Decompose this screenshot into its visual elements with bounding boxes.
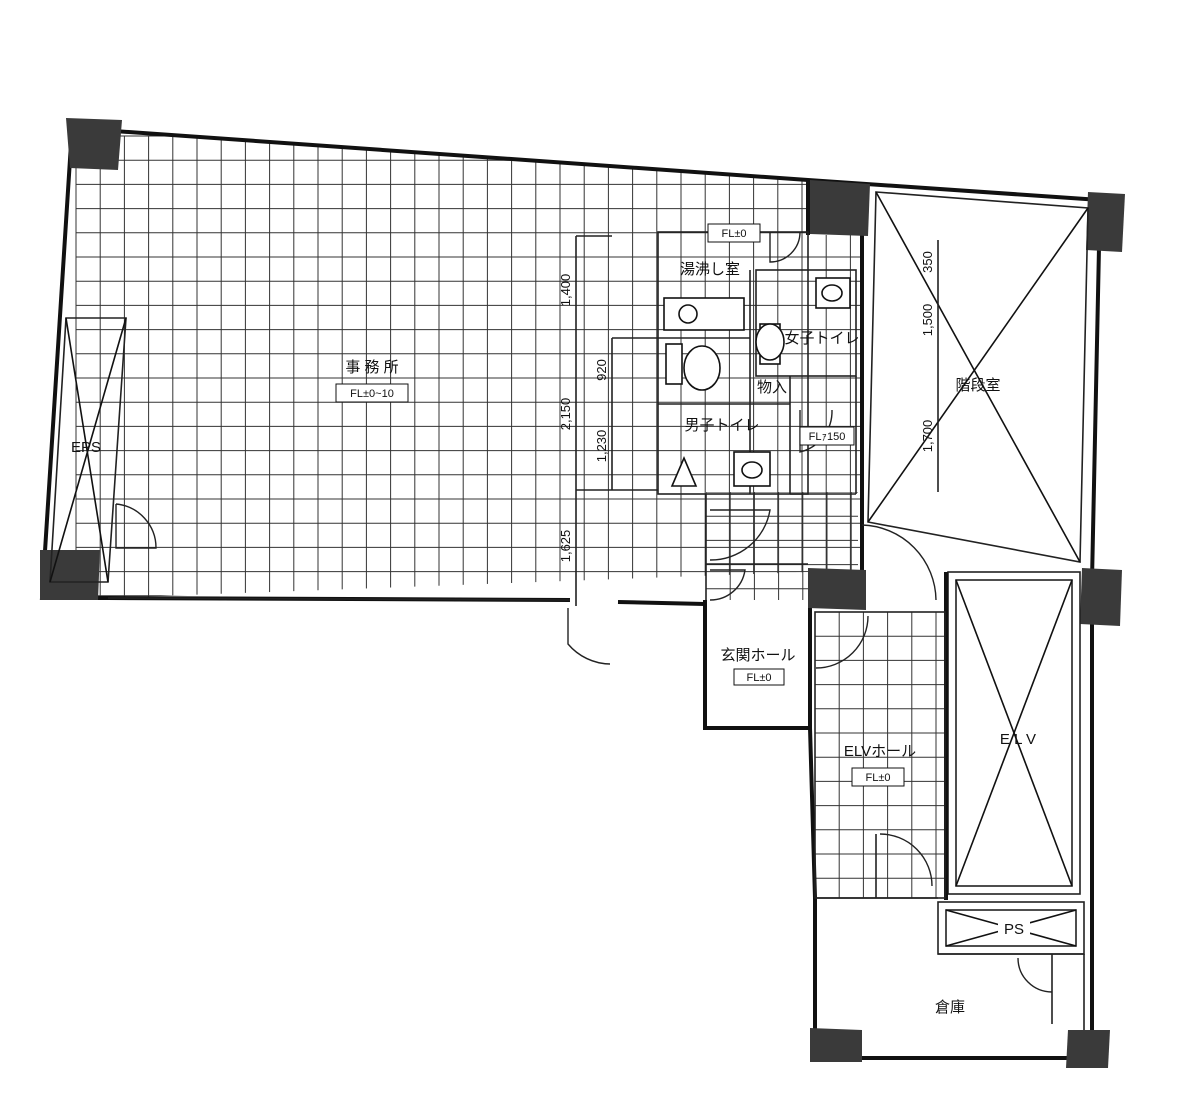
dim-350: 350 bbox=[920, 251, 935, 273]
label-stairwell: 階段室 bbox=[955, 377, 1000, 394]
floor-level-kitchenette: FL±0 bbox=[722, 228, 747, 240]
elevator-shaft bbox=[944, 571, 1081, 900]
label-mens-toilet: 男子トイレ bbox=[684, 417, 759, 434]
door-swings bbox=[115, 231, 1053, 993]
floor-level-toilets: FLｧ150 bbox=[809, 431, 846, 443]
outer-walls bbox=[39, 125, 1103, 1060]
room-labels: 事 務 所 FL±0~10 湯沸し室 FL±0 女子トイレ 男子トイレ 物入 F… bbox=[71, 223, 1036, 1016]
dim-1400: 1,400 bbox=[558, 274, 573, 307]
stairwell-shaft bbox=[867, 191, 1089, 563]
office-floor-grid bbox=[75, 135, 862, 598]
dim-1230: 1,230 bbox=[594, 430, 609, 463]
label-elevator-hall: ELVホール bbox=[844, 743, 916, 760]
dim-1625: 1,625 bbox=[558, 530, 573, 563]
eps-shaft bbox=[49, 317, 127, 583]
label-storage-closet: 物入 bbox=[757, 379, 787, 396]
floor-level-office: FL±0~10 bbox=[350, 388, 394, 400]
dimension-annotations: 1,400 920 2,150 1,230 1,625 350 1,500 1,… bbox=[558, 236, 935, 606]
label-womens-toilet: 女子トイレ bbox=[784, 329, 859, 347]
label-warehouse: 倉庫 bbox=[935, 999, 965, 1016]
dim-1500: 1,500 bbox=[920, 304, 935, 337]
structural-pillars bbox=[40, 118, 1125, 1068]
label-pipe-shaft: PS bbox=[1004, 921, 1024, 938]
partitions bbox=[576, 235, 1085, 1030]
dim-920: 920 bbox=[594, 359, 609, 381]
label-entrance-hall: 玄関ホール bbox=[720, 647, 795, 664]
wet-core bbox=[657, 231, 857, 495]
floor-level-entrance-hall: FL±0 bbox=[747, 672, 772, 684]
dim-2150: 2,150 bbox=[558, 398, 573, 431]
label-eps: EPS bbox=[71, 439, 101, 456]
label-elevator: E L V bbox=[1000, 731, 1036, 748]
label-kitchenette: 湯沸し室 bbox=[680, 261, 740, 278]
floor-level-elevator-hall: FL±0 bbox=[866, 772, 891, 784]
dim-1700: 1,700 bbox=[920, 420, 935, 453]
label-office: 事 務 所 bbox=[345, 359, 398, 376]
